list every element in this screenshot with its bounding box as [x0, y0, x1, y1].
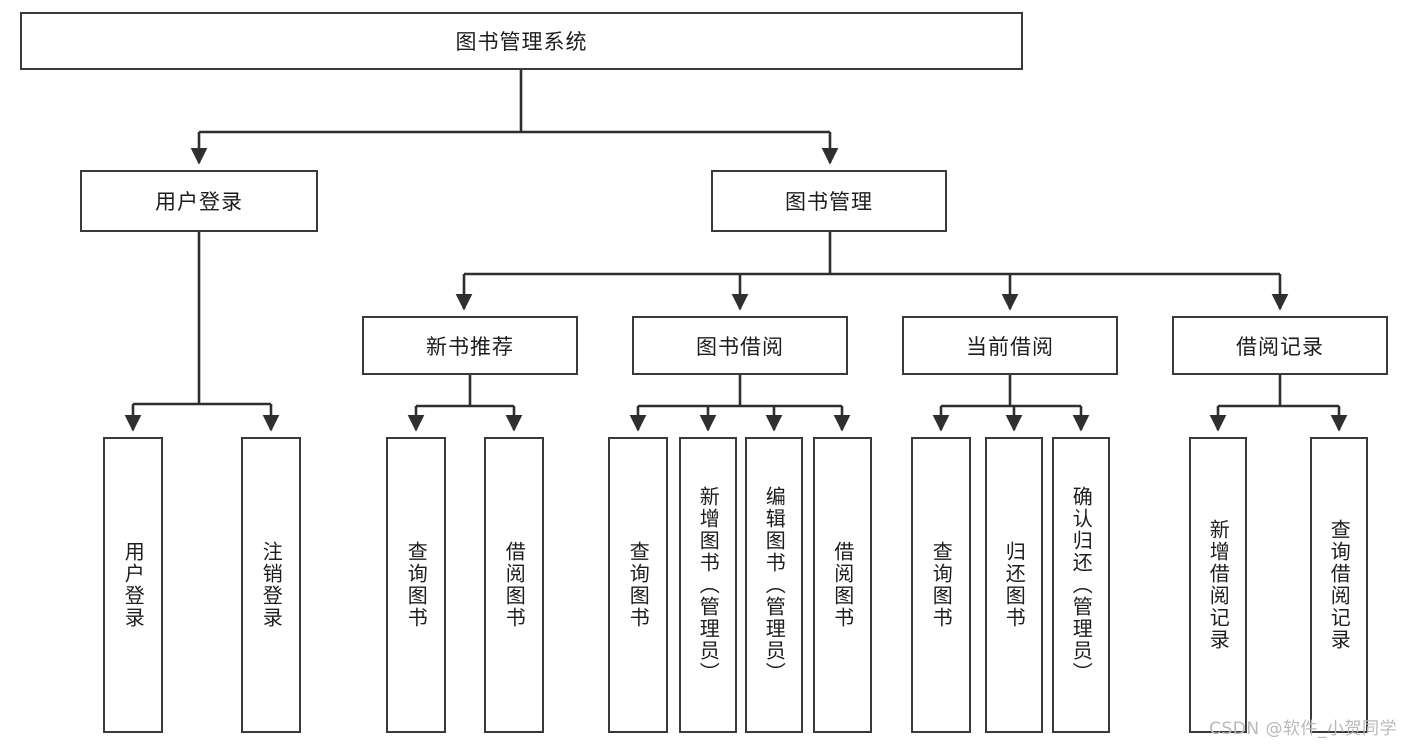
node-book-management[interactable]: 图书管理 [711, 170, 947, 232]
node-new-book-recommend[interactable]: 新书推荐 [362, 316, 578, 375]
node-user-login[interactable]: 用户登录 [80, 170, 318, 232]
node-label: 新增借阅记录 [1206, 519, 1231, 651]
node-label: 图书借阅 [696, 334, 784, 359]
node-label: 新增图书（管理员） [696, 486, 721, 684]
node-label: 用户登录 [121, 541, 146, 629]
node-label: 注销登录 [259, 541, 284, 629]
csdn-watermark: CSDN @软件_小贺同学 [1209, 719, 1397, 739]
leaf-current-return-book[interactable]: 归还图书 [985, 437, 1043, 733]
node-label: 查询图书 [404, 541, 429, 629]
leaf-newbook-borrow-book[interactable]: 借阅图书 [484, 437, 544, 733]
node-book-borrow[interactable]: 图书借阅 [632, 316, 848, 375]
node-label: 归还图书 [1002, 541, 1027, 629]
leaf-borrow-lend-book[interactable]: 借阅图书 [813, 437, 872, 733]
leaf-current-query-book[interactable]: 查询图书 [911, 437, 971, 733]
node-borrow-record[interactable]: 借阅记录 [1172, 316, 1388, 375]
node-root-system[interactable]: 图书管理系统 [20, 12, 1023, 70]
node-label: 查询图书 [929, 541, 954, 629]
leaf-borrow-query-book[interactable]: 查询图书 [608, 437, 668, 733]
node-label: 查询图书 [626, 541, 651, 629]
node-label: 图书管理 [785, 190, 873, 214]
node-current-borrow[interactable]: 当前借阅 [902, 316, 1118, 375]
node-label: 新书推荐 [426, 334, 514, 359]
node-label: 用户登录 [155, 190, 243, 214]
node-label: 借阅记录 [1236, 334, 1324, 359]
node-label: 当前借阅 [966, 334, 1054, 359]
leaf-record-query-record[interactable]: 查询借阅记录 [1310, 437, 1368, 733]
leaf-record-add-record[interactable]: 新增借阅记录 [1189, 437, 1247, 733]
node-label: 编辑图书（管理员） [762, 486, 787, 684]
leaf-user-logout[interactable]: 注销登录 [241, 437, 301, 733]
leaf-borrow-edit-book-admin[interactable]: 编辑图书（管理员） [745, 437, 803, 733]
leaf-newbook-query-book[interactable]: 查询图书 [386, 437, 446, 733]
node-label: 查询借阅记录 [1327, 519, 1352, 651]
node-label: 借阅图书 [502, 541, 527, 629]
node-label: 图书管理系统 [455, 30, 588, 54]
leaf-borrow-add-book-admin[interactable]: 新增图书（管理员） [679, 437, 737, 733]
node-label: 确认归还（管理员） [1069, 486, 1094, 684]
node-label: 借阅图书 [830, 541, 855, 629]
leaf-current-confirm-return-admin[interactable]: 确认归还（管理员） [1052, 437, 1110, 733]
leaf-user-login[interactable]: 用户登录 [103, 437, 163, 733]
